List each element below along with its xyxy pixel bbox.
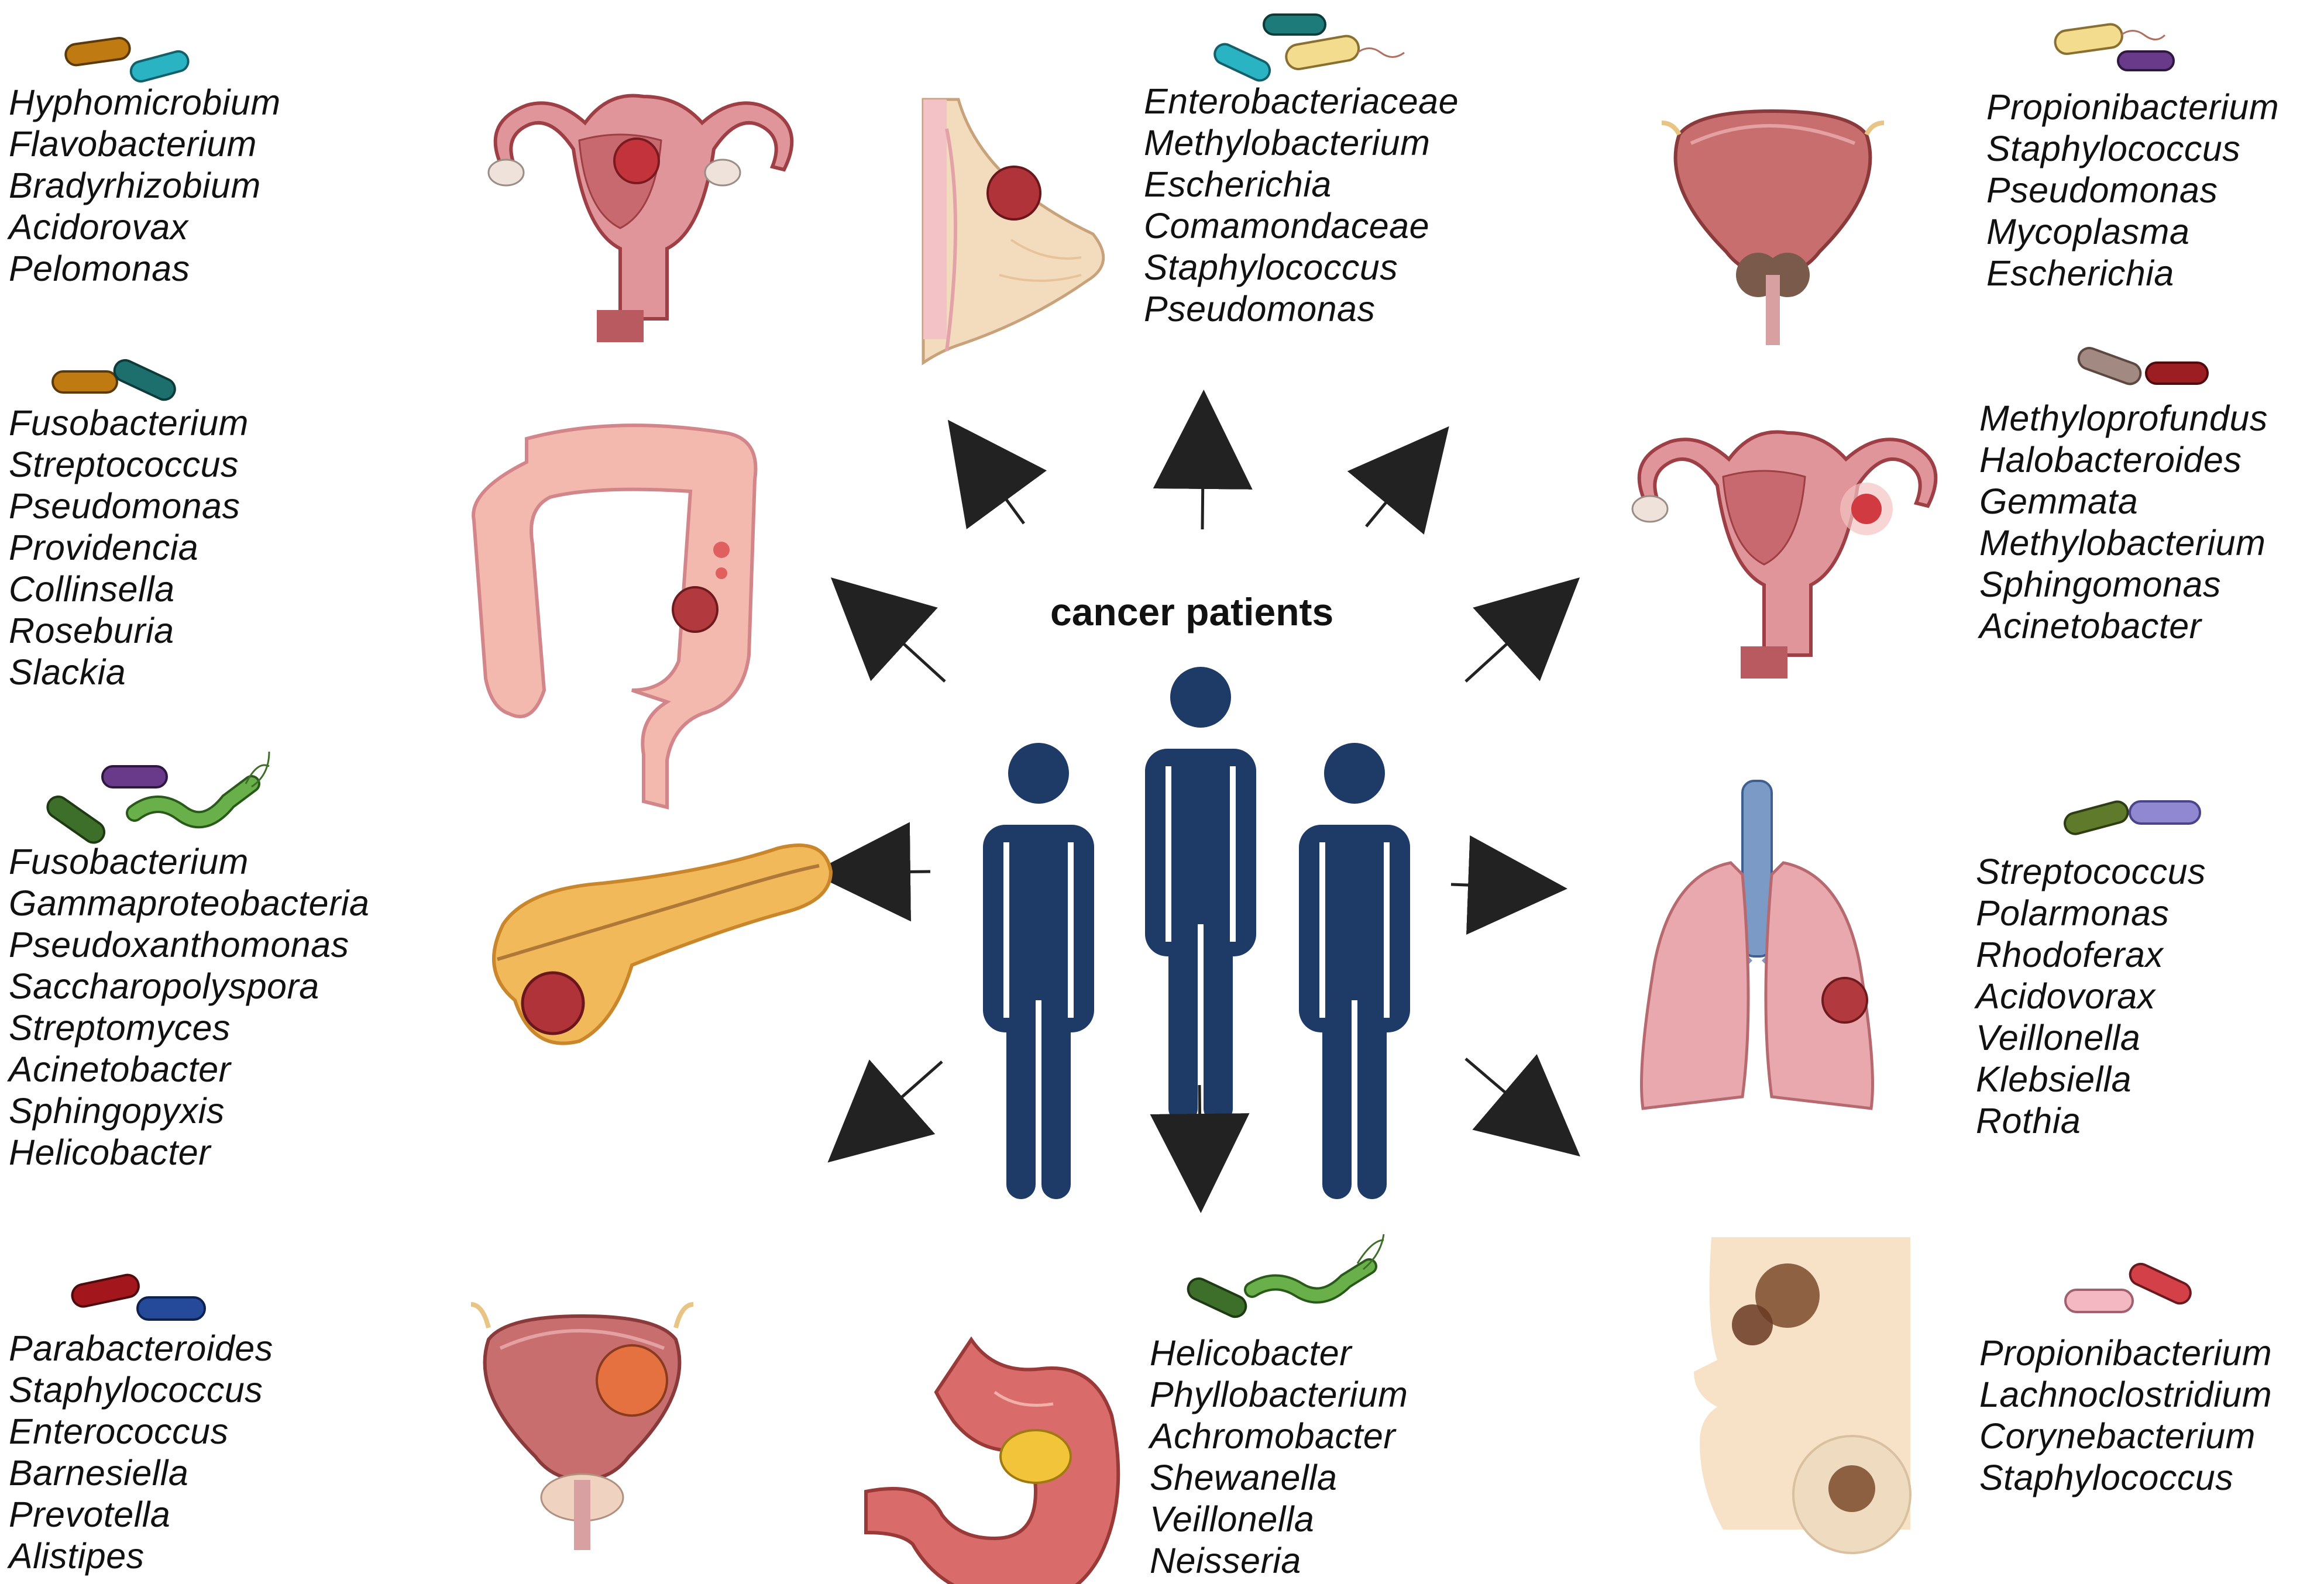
arrow-to-colorectal [830, 577, 946, 683]
genus-item: Prevotella [9, 1495, 171, 1534]
genus-item: Collinsella [9, 569, 175, 609]
arrow-to-prostate [1347, 426, 1449, 535]
genus-item: Alistipes [9, 1536, 145, 1576]
genus-item: Staphylococcus [9, 1370, 263, 1410]
genus-item: Neisseria [1150, 1541, 1301, 1580]
genus-item: Escherichia [1144, 164, 1332, 204]
breast-icon [922, 98, 1105, 366]
genus-item: Acinetobacter [1979, 606, 2202, 646]
bacteria-icon [46, 13, 2209, 1321]
genus-item: Methyloprofundus [1979, 398, 2268, 438]
genus-item: Pseudomonas [1144, 289, 1376, 329]
genus-item: Veillonella [1150, 1499, 1315, 1539]
genus-item: Streptococcus [1976, 852, 2206, 891]
genus-item: Flavobacterium [9, 124, 257, 164]
genus-item: Phyllobacterium [1150, 1375, 1408, 1414]
arrows [811, 390, 1580, 1213]
genus-item: Polarmonas [1976, 893, 2170, 933]
genus-item: Streptococcus [9, 445, 239, 484]
genus-item: Halobacteroides [1979, 440, 2242, 480]
genus-item: Streptomyces [9, 1008, 231, 1048]
arrow-to-skin [1464, 1054, 1580, 1157]
genus-item: Helicobacter [1150, 1333, 1352, 1373]
genus-item: Methylobacterium [1979, 523, 2266, 563]
colon-icon [472, 423, 758, 810]
arrow-to-ovarian [1464, 577, 1580, 683]
arrow-to-breast [1153, 390, 1253, 530]
genus-item: Sphingomonas [1979, 564, 2221, 604]
genus-item: Slackia [9, 652, 126, 692]
genus-item: Parabacteroides [9, 1328, 273, 1368]
genus-item: Providencia [9, 528, 199, 567]
genus-item: Pseudoxanthomonas [9, 925, 349, 965]
person-icon [983, 743, 1094, 1199]
stomach-icon [864, 1336, 1120, 1584]
arrow-to-pancreatic [811, 822, 931, 922]
genus-item: Roseburia [9, 611, 174, 650]
genus-item: Enterococcus [9, 1411, 229, 1451]
bladder-icon [470, 1302, 694, 1550]
uterus-icon [487, 94, 794, 342]
arrow-to-gastric [1150, 1084, 1250, 1213]
genus-item: Staphylococcus [1979, 1458, 2234, 1497]
genus-item: Achromobacter [1150, 1416, 1396, 1456]
genus-item: Helicobacter [9, 1132, 211, 1172]
genus-item: Fusobacterium [9, 403, 249, 443]
genus-item: Rhodoferax [1976, 935, 2164, 974]
genus-item: Acinetobacter [9, 1049, 231, 1089]
genus-item: Gemmata [1979, 481, 2139, 521]
genus-item: Pelomonas [9, 249, 190, 288]
genus-item: Methylobacterium [1144, 123, 1431, 163]
genus-item: Staphylococcus [1986, 129, 2241, 168]
genus-item: Saccharopolyspora [9, 966, 319, 1006]
genus-item: Lachnoclostridium [1979, 1375, 2273, 1414]
ovary-icon [1631, 430, 1938, 679]
lung-icon [1640, 780, 1874, 1110]
genus-item: Escherichia [1986, 253, 2174, 293]
genus-item: Hyphomicrobium [9, 82, 281, 122]
genus-item: Comamondaceae [1144, 206, 1430, 246]
genus-item: Fusobacterium [9, 842, 249, 881]
genus-item: Corynebacterium [1979, 1416, 2256, 1456]
genus-item: Klebsiella [1976, 1059, 2132, 1099]
genus-item: Propionibacterium [1979, 1333, 2273, 1373]
genus-item: Pseudomonas [1986, 170, 2218, 210]
person-icon [1145, 667, 1256, 1123]
genus-item: Propionibacterium [1986, 87, 2280, 127]
genus-item: Sphingopyxis [9, 1091, 225, 1131]
arrow-to-lung [1450, 835, 1567, 935]
arrow-to-cervical [947, 419, 1047, 529]
prostate-icon [1661, 109, 1885, 345]
genus-item: Enterobacteriaceae [1144, 81, 1459, 121]
genus-item: Pseudomonas [9, 486, 240, 526]
genus-item: Acidovorax [1976, 976, 2155, 1016]
genus-item: Barnesiella [9, 1453, 189, 1493]
genus-item: Acidorovax [9, 207, 188, 247]
genus-item: Rothia [1976, 1101, 2081, 1141]
person-icon [1299, 743, 1410, 1199]
genus-item: Veillonella [1976, 1018, 2141, 1058]
genus-item: Mycoplasma [1986, 212, 2190, 252]
genus-item: Bradyrhizobium [9, 166, 261, 205]
skin-face-icon [1688, 1237, 1912, 1554]
genus-item: Staphylococcus [1144, 247, 1398, 287]
pancreas-icon [492, 843, 833, 1045]
arrow-to-bladder [827, 1059, 943, 1163]
center-title: cancer patients [1050, 590, 1334, 633]
genus-item: Shewanella [1150, 1458, 1338, 1497]
genus-item: Gammaproteobacteria [9, 883, 370, 923]
